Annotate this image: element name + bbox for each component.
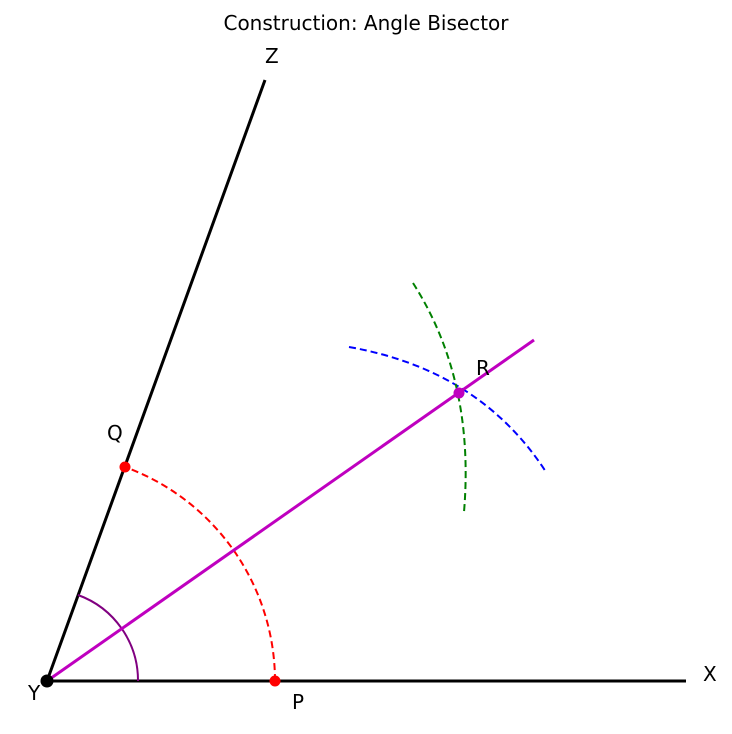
arc-from-y	[124, 466, 276, 682]
label-p: P	[292, 690, 304, 714]
angle-bisector	[46, 338, 535, 683]
point-q-marker	[119, 461, 131, 473]
arc-from-p	[348, 346, 547, 473]
point-r-marker	[453, 387, 465, 399]
ray-yz	[45, 79, 267, 682]
label-r: R	[476, 356, 490, 380]
point-p-marker	[269, 675, 281, 687]
label-z: Z	[265, 44, 279, 68]
vertex-y-marker	[40, 674, 54, 688]
label-q: Q	[107, 421, 123, 445]
diagram-title: Construction: Angle Bisector	[223, 11, 509, 35]
label-y: Y	[27, 681, 41, 705]
label-x: X	[703, 662, 717, 686]
